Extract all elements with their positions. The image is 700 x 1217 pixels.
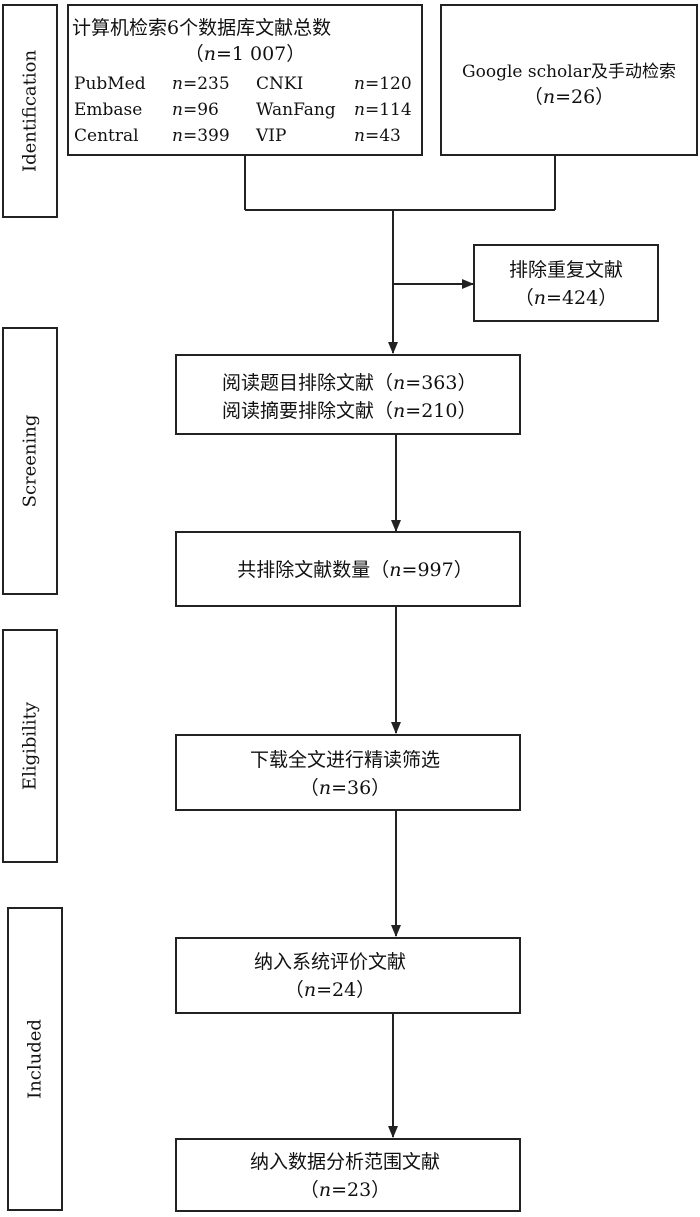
database-row: Central n=399 VIP n=43 <box>74 126 401 146</box>
stage-eligibility-label: Eligibility <box>20 701 41 790</box>
database-row: Embase n=96 WanFang n=114 <box>74 100 412 120</box>
database-name: CNKI <box>256 74 303 94</box>
data-analysis-box: 纳入数据分析范围文献 （n=23） <box>175 1138 521 1212</box>
fulltext-review-count: （n=36） <box>300 777 390 799</box>
data-analysis-count: （n=23） <box>300 1179 390 1201</box>
database-count: n=96 <box>172 100 219 120</box>
other-sources-title: Google scholar及手动检索 <box>462 62 676 82</box>
stage-identification-label: Identification <box>20 50 41 173</box>
fulltext-review-box: 下载全文进行精读筛选 （n=36） <box>175 734 521 811</box>
total-excluded-text: 共排除文献数量（n=997） <box>237 559 472 581</box>
screening-title-exclusion: 阅读题目排除文献（n=363） <box>222 372 476 394</box>
database-name: VIP <box>255 126 286 146</box>
stage-screening-label: Screening <box>20 415 41 508</box>
stage-screening: Screening <box>2 327 58 595</box>
screening-abstract-exclusion: 阅读摘要排除文献（n=210） <box>222 400 476 422</box>
database-search-title: 计算机检索6个数据库文献总数 <box>72 17 331 39</box>
database-name: WanFang <box>256 100 336 120</box>
stage-eligibility: Eligibility <box>2 629 58 863</box>
screening-box: 阅读题目排除文献（n=363） 阅读摘要排除文献（n=210） <box>175 354 521 435</box>
fulltext-review-title: 下载全文进行精读筛选 <box>250 749 440 771</box>
stage-included: Included <box>7 907 63 1211</box>
connectors <box>244 155 556 1138</box>
database-row: PubMed n=235 CNKI n=120 <box>74 74 412 94</box>
other-sources-count: （n=26） <box>524 86 614 108</box>
database-name: Embase <box>74 100 142 120</box>
database-name: Central <box>74 126 139 146</box>
other-sources-box: Google scholar及手动检索 （n=26） <box>440 4 698 156</box>
stage-included-label: Included <box>25 1019 46 1099</box>
duplicates-removed-box: 排除重复文献 （n=424） <box>473 244 659 322</box>
database-count: n=43 <box>354 126 401 146</box>
total-excluded-box: 共排除文献数量（n=997） <box>175 531 521 607</box>
systematic-review-title: 纳入系统评价文献 <box>254 951 406 973</box>
duplicates-removed-title: 排除重复文献 <box>509 259 623 281</box>
database-count: n=114 <box>354 100 412 120</box>
duplicates-removed-count: （n=424） <box>515 287 617 309</box>
database-count: n=120 <box>354 74 412 94</box>
systematic-review-box: 纳入系统评价文献 （n=24） <box>175 937 521 1014</box>
database-search-box: 计算机检索6个数据库文献总数 （n=1 007） PubMed n=235 CN… <box>67 4 423 156</box>
database-count: n=399 <box>172 126 230 146</box>
systematic-review-count: （n=24） <box>285 979 375 1001</box>
data-analysis-title: 纳入数据分析范围文献 <box>250 1151 440 1173</box>
database-search-total: （n=1 007） <box>185 43 306 65</box>
database-name: PubMed <box>74 74 146 94</box>
stage-identification: Identification <box>2 4 58 218</box>
database-count: n=235 <box>172 74 230 94</box>
